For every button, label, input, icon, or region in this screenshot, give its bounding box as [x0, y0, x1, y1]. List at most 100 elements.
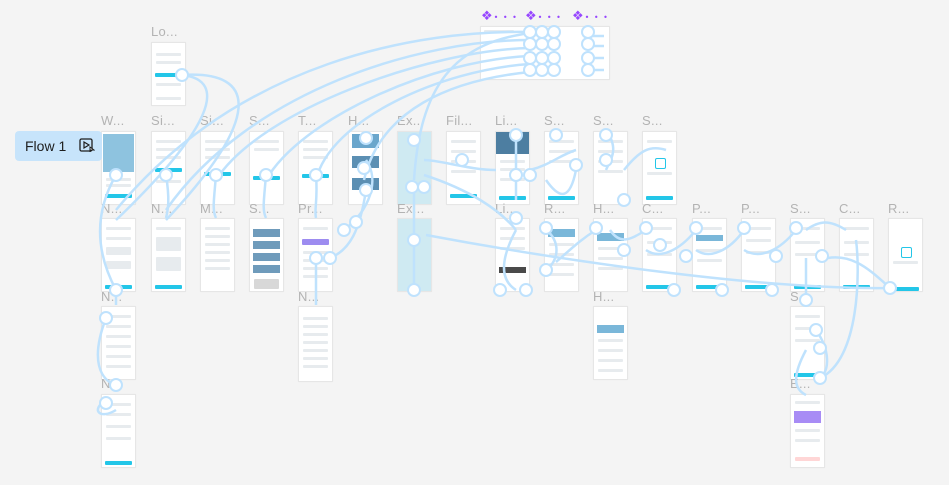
wire: [795, 349, 808, 397]
connection-node: [109, 378, 123, 392]
component-set-1[interactable]: ❖• • •: [481, 9, 518, 24]
connection-node: [407, 233, 421, 247]
connection-node: [547, 51, 561, 65]
frame-label-p2: P...: [741, 201, 761, 216]
frame-s3[interactable]: [593, 131, 628, 205]
connection-node: [455, 153, 469, 167]
connection-node: [737, 221, 751, 235]
frame-r2[interactable]: [888, 218, 923, 292]
frame-label-m: M...: [200, 201, 223, 216]
play-icon[interactable]: [79, 138, 96, 153]
wire: [819, 239, 859, 380]
flow-starting-point[interactable]: Flow 1: [15, 131, 102, 161]
connection-node: [259, 168, 273, 182]
component-dots: • • •: [537, 13, 562, 22]
frame-label-p1: P...: [692, 201, 712, 216]
component-set-3[interactable]: ❖• • •: [572, 9, 609, 24]
connection-node: [599, 153, 613, 167]
wire: [115, 30, 531, 211]
frame-label-s3: S...: [593, 113, 614, 128]
connection-node: [509, 211, 523, 225]
frame-label-s2: S...: [544, 113, 565, 128]
connection-node: [357, 161, 371, 175]
frame-filter[interactable]: [446, 131, 481, 205]
connection-node: [323, 251, 337, 265]
connection-node: [581, 37, 595, 51]
wire: [314, 62, 531, 181]
connection-node: [535, 37, 549, 51]
connection-node: [653, 238, 667, 252]
connection-node: [337, 223, 351, 237]
connection-node: [667, 283, 681, 297]
frame-n4[interactable]: [298, 306, 333, 382]
wire: [695, 229, 746, 256]
wire: [96, 317, 117, 387]
frame-label-n1: N...: [101, 201, 123, 216]
wire: [362, 70, 531, 181]
frame-login[interactable]: [151, 42, 186, 106]
connection-node: [689, 221, 703, 235]
wire: [425, 233, 891, 290]
wire: [115, 73, 209, 221]
connection-node: [539, 263, 553, 277]
connection-node: [569, 158, 583, 172]
frame-s4[interactable]: [642, 131, 677, 205]
connection-node: [547, 25, 561, 39]
component-dots: • • •: [584, 13, 609, 22]
connection-node: [359, 131, 373, 145]
flow-label: Flow 1: [25, 138, 67, 154]
connection-node: [617, 193, 631, 207]
connection-node: [769, 249, 783, 263]
connection-node: [547, 63, 561, 77]
connection-node: [523, 51, 537, 65]
frame-t[interactable]: [298, 131, 333, 205]
frame-n2[interactable]: [151, 218, 186, 292]
connection-node: [509, 168, 523, 182]
connection-node: [549, 128, 563, 142]
frame-label-h: H...: [348, 113, 370, 128]
connection-node: [523, 63, 537, 77]
connection-node: [599, 128, 613, 142]
wire: [819, 256, 891, 289]
connection-node: [109, 283, 123, 297]
wire: [164, 38, 531, 211]
connection-node: [509, 128, 523, 142]
frame-label-r: R...: [544, 201, 566, 216]
wire: [502, 229, 518, 292]
frame-label-li2: Li...: [495, 201, 518, 216]
component-icon: ❖: [481, 9, 493, 24]
connection-node: [813, 371, 827, 385]
component-set-2[interactable]: ❖• • •: [525, 9, 562, 24]
connection-node: [809, 323, 823, 337]
frame-label-s6: S...: [790, 201, 811, 216]
connection-node: [109, 168, 123, 182]
connection-node: [407, 283, 421, 297]
frame-label-n4: N...: [298, 289, 320, 304]
connection-node: [359, 183, 373, 197]
connection-node: [789, 221, 803, 235]
frame-label-li: Li...: [495, 113, 518, 128]
frame-label-si2: Si...: [200, 113, 224, 128]
wire: [645, 229, 697, 256]
connection-node: [349, 215, 363, 229]
frame-h3[interactable]: [593, 306, 628, 380]
frame-e[interactable]: [790, 394, 825, 468]
connection-node: [99, 396, 113, 410]
connection-node: [715, 283, 729, 297]
connection-node: [523, 168, 537, 182]
connection-node: [815, 249, 829, 263]
frame-messages[interactable]: [200, 218, 235, 292]
connection-node: [407, 133, 421, 147]
wire: [529, 148, 577, 172]
connection-node: [765, 283, 779, 297]
frame-s5[interactable]: [249, 218, 284, 292]
frame-label-fil: Fil...: [446, 113, 473, 128]
connection-node: [209, 168, 223, 182]
frame-label-c2: C...: [839, 201, 861, 216]
frame-n5[interactable]: [101, 394, 136, 468]
frame-listing-2[interactable]: [495, 218, 530, 292]
connection-node: [309, 251, 323, 265]
connection-node: [159, 168, 173, 182]
